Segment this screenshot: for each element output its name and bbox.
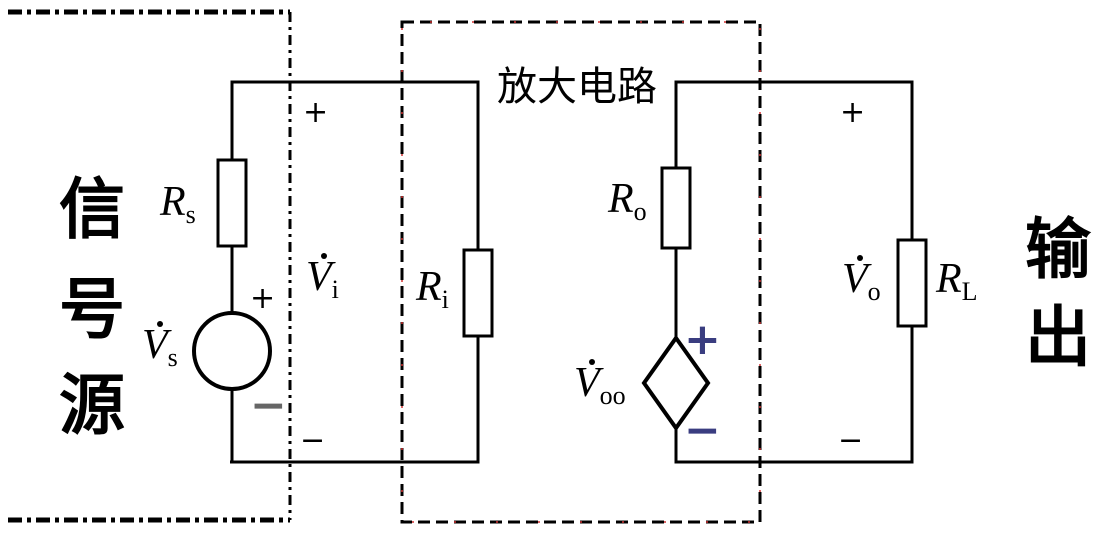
vo-label: Vo <box>842 256 881 306</box>
vs-minus-sign: − <box>250 380 287 431</box>
vo-minus-sign: − <box>838 423 863 458</box>
ro-label: Ro <box>607 176 647 226</box>
signal-source-box <box>8 9 292 523</box>
vi-phasor-dot <box>321 253 327 259</box>
voo-phasor-dot <box>589 359 595 365</box>
vs-source-circle <box>192 311 272 391</box>
signal-source-char-2: 号 <box>59 271 125 348</box>
ro-resistor <box>660 166 692 250</box>
vi-label: Vi <box>306 254 339 304</box>
vs-phasor-dot <box>157 321 163 327</box>
output-char-1: 输 <box>1025 211 1092 288</box>
circuit-wires <box>230 80 914 464</box>
signal-source-char-3: 源 <box>59 367 125 444</box>
ri-resistor <box>462 248 494 338</box>
phasor-dots <box>157 253 863 365</box>
vo-phasor-dot <box>857 255 863 261</box>
vs-label: Vs <box>142 322 178 372</box>
voo-plus-sign: + <box>684 314 721 365</box>
rl-resistor <box>896 238 928 328</box>
rs-resistor <box>216 158 248 248</box>
voo-minus-sign: − <box>684 405 721 456</box>
voo-dependent-source-diamond <box>641 334 711 432</box>
vo-plus-sign: + <box>840 95 865 130</box>
amplifier-title: 放大电路 <box>497 64 657 110</box>
rs-label: Rs <box>159 179 196 229</box>
vs-plus-sign: + <box>250 281 275 316</box>
vi-plus-sign: + <box>303 95 328 130</box>
voo-label: Voo <box>574 360 626 410</box>
output-char-2: 出 <box>1025 299 1091 376</box>
signal-source-char-1: 信 <box>59 171 125 248</box>
ri-label: Ri <box>415 264 449 314</box>
amplifier-title-bg <box>484 56 670 108</box>
rl-label: RL <box>935 256 978 306</box>
amplifier-box <box>400 20 762 524</box>
vi-minus-sign: − <box>300 423 325 458</box>
